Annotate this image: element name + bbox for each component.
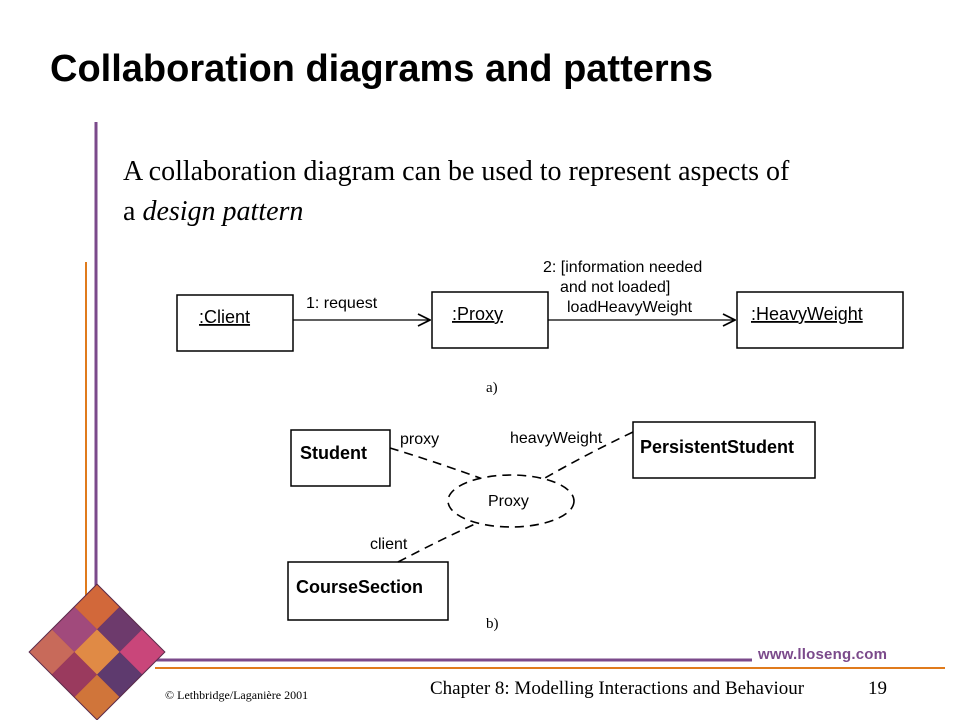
body-line-2: a design pattern bbox=[123, 192, 923, 232]
proxy-collaboration-label: Proxy bbox=[488, 493, 529, 510]
diagram-b-caption: b) bbox=[486, 616, 499, 632]
course-section-class-box bbox=[287, 561, 449, 621]
design-pattern-emphasis: design pattern bbox=[142, 196, 304, 227]
client-object-box bbox=[176, 294, 294, 352]
body-line-1: A collaboration diagram can be used to r… bbox=[123, 156, 790, 187]
proxy-role-link bbox=[389, 447, 481, 479]
copyright-text: © Lethbridge/Laganière 2001 bbox=[165, 688, 309, 702]
diagram-a-caption: a) bbox=[486, 380, 498, 396]
proxy-object-box bbox=[431, 291, 549, 349]
client-role-link bbox=[397, 523, 476, 563]
client-role-label: client bbox=[370, 536, 408, 553]
load-message-line-3: loadHeavyWeight bbox=[567, 299, 693, 316]
quilt-logo bbox=[28, 583, 166, 720]
client-object-label: :Client bbox=[199, 307, 250, 327]
course-section-class-label: CourseSection bbox=[296, 577, 423, 597]
proxy-collaboration-ellipse bbox=[447, 474, 575, 528]
slide-body: A collaboration diagram can be used to r… bbox=[123, 152, 923, 232]
heavyweight-object-label: :HeavyWeight bbox=[751, 304, 863, 324]
persistent-student-class-label: PersistentStudent bbox=[640, 437, 794, 457]
student-class-box bbox=[290, 429, 391, 487]
heavyweight-object-box bbox=[736, 291, 904, 349]
heavyweight-role-label: heavyWeight bbox=[510, 430, 603, 447]
request-message-label: 1: request bbox=[306, 295, 378, 312]
chapter-title: Chapter 8: Modelling Interactions and Be… bbox=[430, 678, 805, 699]
student-class-label: Student bbox=[300, 443, 367, 463]
proxy-object-label: :Proxy bbox=[452, 304, 503, 324]
load-message-line-2: and not loaded] bbox=[560, 279, 670, 296]
persistent-student-class-box bbox=[632, 421, 816, 479]
heavyweight-role-link bbox=[544, 431, 634, 479]
proxy-role-label: proxy bbox=[400, 431, 439, 448]
body-line-2-prefix: a bbox=[123, 196, 143, 227]
website-link[interactable]: www.lloseng.com bbox=[758, 646, 888, 663]
page-number: 19 bbox=[868, 678, 887, 699]
load-message-line-1: 2: [information needed bbox=[543, 259, 702, 276]
slide-title: Collaboration diagrams and patterns bbox=[50, 48, 713, 90]
